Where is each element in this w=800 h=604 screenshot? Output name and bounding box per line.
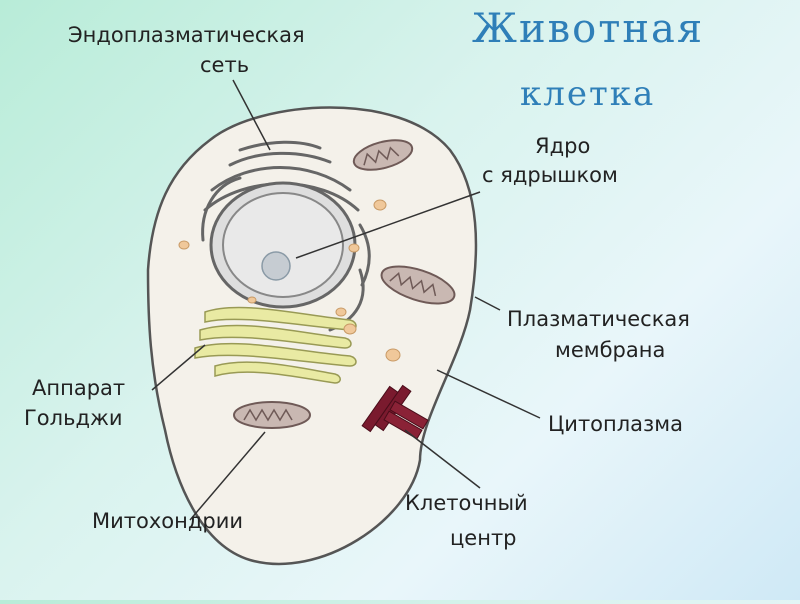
label-nucleus-line1: Ядро xyxy=(535,134,591,158)
centrosome xyxy=(361,384,429,440)
mitochondrion-3 xyxy=(233,401,311,429)
mitochondrion-2 xyxy=(380,265,456,305)
label-nucleus-line2: с ядрышком xyxy=(482,163,618,187)
title-line-2: клетка xyxy=(520,74,656,114)
label-cytoplasm: Цитоплазма xyxy=(548,412,683,436)
label-golgi-line1: Аппарат xyxy=(32,376,126,400)
label-er-line2: сеть xyxy=(200,53,250,77)
label-centrosome-line1: Клеточный xyxy=(405,491,528,515)
mitochondrion-1 xyxy=(352,139,414,171)
label-golgi-line2: Гольджи xyxy=(24,406,123,430)
nucleolus xyxy=(261,251,291,281)
golgi-apparatus xyxy=(194,306,357,384)
label-membrane-line2: мембрана xyxy=(555,338,666,362)
nucleus xyxy=(209,181,357,309)
title-line-1: Животная xyxy=(472,6,705,52)
label-centrosome-line2: центр xyxy=(450,526,517,550)
leader-lines xyxy=(151,79,541,521)
label-membrane-line1: Плазматическая xyxy=(507,307,690,331)
label-er-line1: Эндоплазматическая xyxy=(68,23,305,47)
granules xyxy=(178,199,401,362)
label-mitochondria: Митохондрии xyxy=(92,509,243,533)
